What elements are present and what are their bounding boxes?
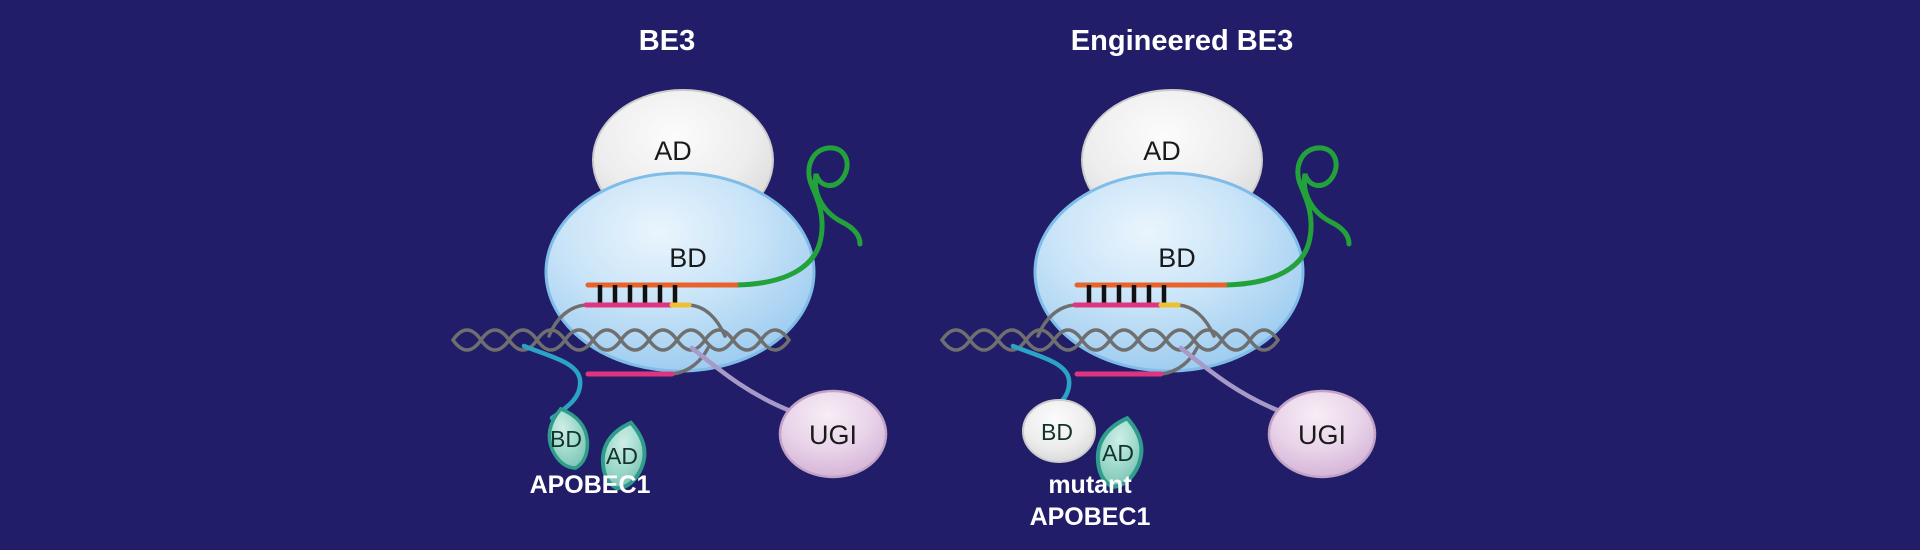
panel-title: BE3	[639, 25, 695, 57]
displaced-strand-riser	[1159, 346, 1199, 376]
ugi-linker	[1178, 345, 1285, 415]
apobec1-name: mutant	[1048, 471, 1132, 499]
base-pair-ticks	[597, 285, 678, 303]
base-pair-ticks	[1086, 285, 1167, 303]
apobec1-ad-petal	[600, 420, 647, 491]
apobec1-linker	[521, 343, 583, 421]
displaced-strand-riser	[670, 346, 710, 376]
strand-connector-left	[547, 303, 588, 338]
strand-connector-right	[687, 303, 727, 338]
sgrna-scaffold	[1222, 145, 1352, 288]
apobec1-name: APOBEC1	[530, 471, 651, 499]
panel-title: Engineered BE3	[1071, 25, 1293, 57]
mutant-apobec1-bd-shape	[1022, 399, 1096, 463]
sgrna-scaffold	[733, 145, 863, 288]
apobec1-ad-label: AD	[1102, 440, 1134, 466]
apobec1-ad-label: AD	[606, 443, 638, 469]
strand-connector-left	[1036, 303, 1077, 338]
cas9-ad-domain-label: AD	[654, 136, 692, 166]
ugi-linker	[689, 345, 796, 415]
apobec1-bd-label: BD	[1041, 419, 1073, 445]
panel-be3: BE3 AD BD BD AD A	[451, 25, 888, 499]
cas9-bd-domain-label: BD	[1158, 243, 1196, 273]
ugi-shape	[1267, 389, 1377, 479]
ugi-label: UGI	[809, 420, 857, 450]
apobec1-name-line2: APOBEC1	[1030, 503, 1151, 531]
strand-connector-right	[1176, 303, 1216, 338]
ugi-label: UGI	[1298, 420, 1346, 450]
panel-engineered-be3: Engineered BE3 AD BD BD AD mutant	[940, 25, 1377, 531]
cas9-ad-domain-label: AD	[1143, 136, 1181, 166]
dna-helix-strand-2	[451, 328, 791, 352]
apobec1-bd-petal	[547, 406, 590, 470]
apobec1-bd-label: BD	[550, 426, 582, 452]
ugi-shape	[778, 389, 888, 479]
dna-helix-strand-2	[940, 328, 1280, 352]
apobec1-ad-petal	[1095, 415, 1144, 489]
cas9-bd-domain-label: BD	[669, 243, 707, 273]
